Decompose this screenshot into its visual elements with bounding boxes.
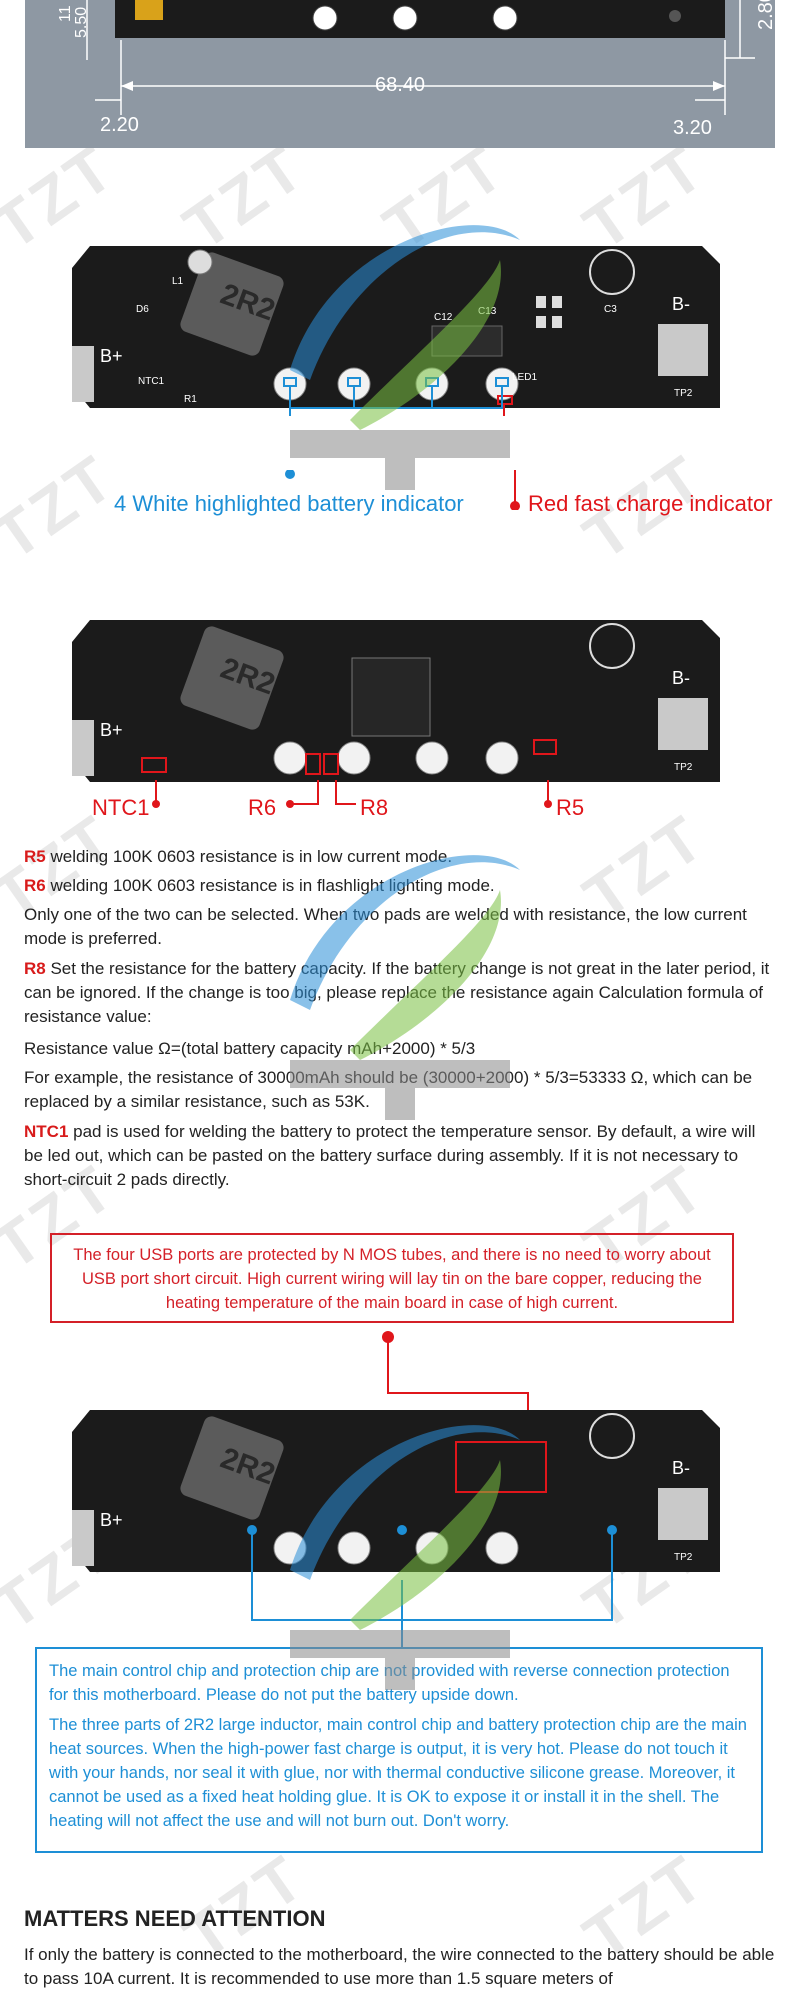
silk-b-plus: B+ [100,346,123,366]
pcb-board-heat: 2R2 B+ B- TP2 [72,1400,720,1600]
attention-text: If only the battery is connected to the … [24,1945,775,1988]
note-r6-key: R6 [24,876,46,895]
silk-b-minus: B- [672,294,690,314]
note-r6-text: welding 100K 0603 resistance is in flash… [45,876,495,895]
silk-b-minus: B- [672,668,690,688]
silk-b-minus: B- [672,1458,690,1478]
silk-d6: D6 [136,304,149,315]
pcb-image [72,1410,720,1600]
note-ntc1: NTC1 pad is used for welding the battery… [24,1120,776,1192]
note-r8: R8 Set the resistance for the battery ca… [24,957,776,1029]
dimension-right-offset: 3.20 [673,117,712,139]
indicator-callout-lines [285,470,520,510]
silk-tp2: TP2 [674,1552,693,1563]
note-r5: R5 welding 100K 0603 resistance is in lo… [24,845,776,869]
heat-note-p2: The three parts of 2R2 large inductor, m… [49,1716,747,1830]
silk-c12: C12 [434,312,453,323]
usb-protection-note: The four USB ports are protected by N MO… [50,1233,734,1323]
silk-r1: R1 [184,394,197,405]
note-only-one: Only one of the two can be selected. Whe… [24,905,747,948]
note-r5-key: R5 [24,847,46,866]
attention-heading: MATTERS NEED ATTENTION [24,1906,326,1931]
label-r5: R5 [556,795,585,820]
resistor-callout-lines [152,780,552,808]
heat-note-p1: The main control chip and protection chi… [49,1662,730,1704]
note-r8-text: Set the resistance for the battery capac… [24,959,770,1026]
silk-tp2: TP2 [674,388,693,399]
note-formula: Resistance value Ω=(total battery capaci… [24,1039,476,1058]
silk-ntc1: NTC1 [138,376,165,387]
label-r6: R6 [248,795,277,820]
silk-b-plus: B+ [100,720,123,740]
pcb-image [72,246,720,416]
note-ntc1-text: pad is used for welding the battery to p… [24,1122,756,1189]
pcb-board-indicators: 2R2 B+ B- NTC1 TP2 L1 D6 C3 C12 C13 LED1… [72,236,720,416]
silk-l1: L1 [172,276,184,287]
pcb-image [72,620,720,782]
silk-c13: C13 [478,306,497,317]
dimension-lines [86,0,755,115]
dimension-width: 68.40 [375,74,426,96]
dimension-drawing: 68.40 2.20 3.20 2.80 11 5.50 [25,0,777,148]
note-ntc1-key: NTC1 [24,1122,69,1141]
label-r8: R8 [360,795,389,820]
dimension-height-right: 2.80 [755,0,777,30]
silk-led1: LED1 [512,372,538,383]
heat-callout-lines [251,1580,613,1647]
note-r8-key: R8 [24,959,46,978]
silk-tp2: TP2 [674,762,693,773]
pcb-board-resistors: 2R2 B+ B- TP2 [72,610,720,790]
silk-c3: C3 [604,304,617,315]
heat-warning-note: The main control chip and protection chi… [35,1647,763,1853]
dimension-left-small-2: 5.50 [73,6,90,38]
note-r6: R6 welding 100K 0603 resistance is in fl… [24,874,776,898]
note-r5-text: welding 100K 0603 resistance is in low c… [45,847,453,866]
label-ntc1: NTC1 [92,795,150,820]
battery-indicator-label: 4 White highlighted battery indicator [114,491,464,516]
silk-b-plus: B+ [100,1510,123,1530]
dimension-left-offset: 2.20 [100,114,139,136]
note-example: For example, the resistance of 30000mAh … [24,1068,753,1111]
fast-charge-indicator-label: Red fast charge indicator [528,491,773,516]
